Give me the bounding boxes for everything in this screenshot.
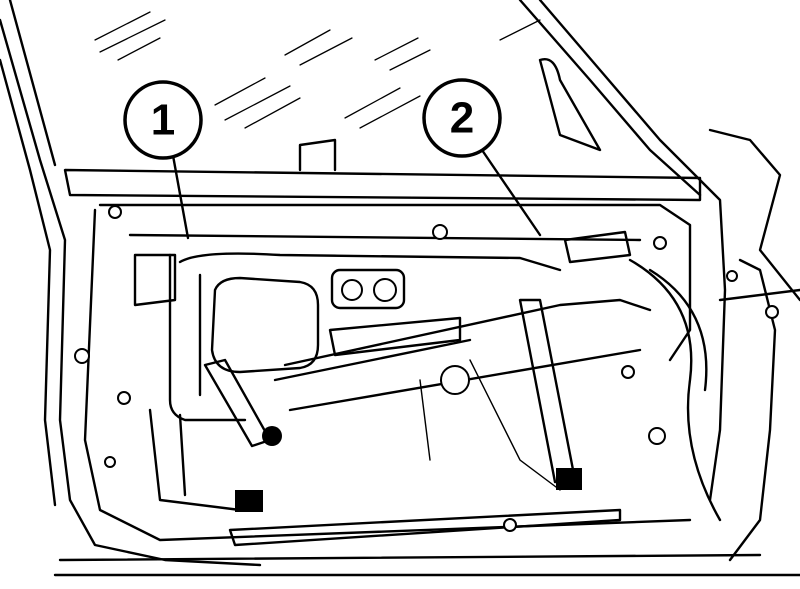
callout-2: 2 <box>422 78 502 158</box>
callout-2-label: 2 <box>450 94 474 143</box>
window-regulator <box>203 258 722 522</box>
window-glass-hatching <box>94 11 541 129</box>
callout-2-leader <box>480 148 542 237</box>
callout-1-label: 1 <box>151 96 175 145</box>
panel-cutout <box>210 276 320 374</box>
door-frame <box>0 0 800 577</box>
door-handle-area <box>330 268 470 395</box>
callout-1: 1 <box>123 80 203 160</box>
callout-2-ring <box>422 78 502 158</box>
callout-1-ring <box>123 80 203 160</box>
fastener-holes <box>74 205 779 532</box>
callout-1-leader <box>170 148 190 240</box>
